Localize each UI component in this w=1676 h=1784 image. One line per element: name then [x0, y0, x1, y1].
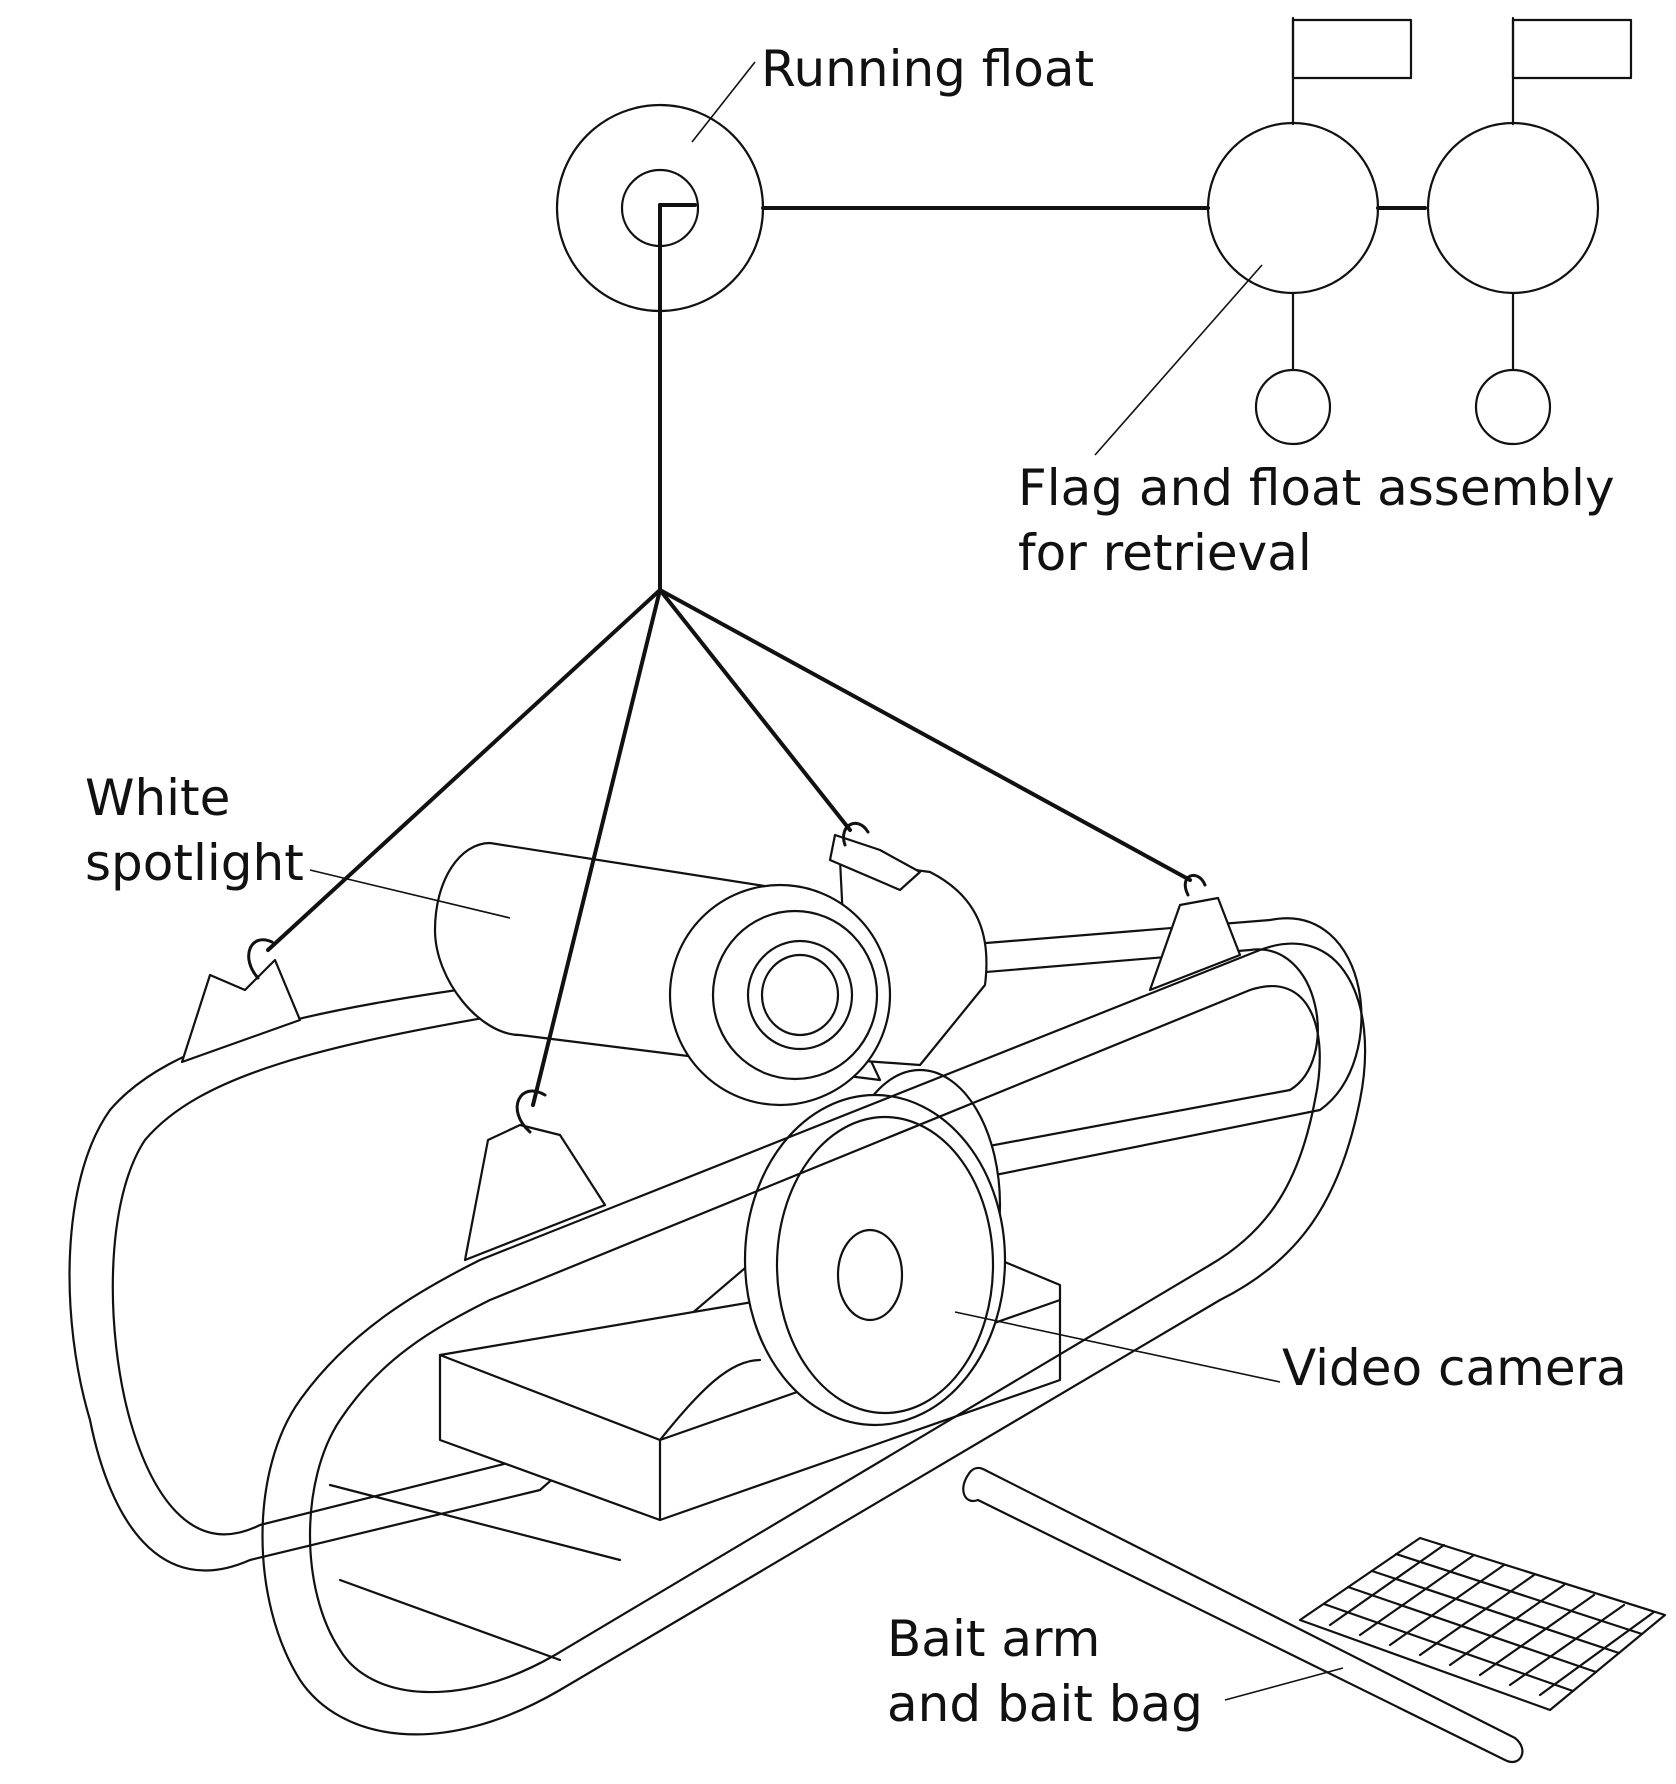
leader-bait [1224, 1667, 1344, 1701]
label-spotlight-line1: White [85, 769, 230, 827]
label-flag-float-line1: Flag and float assembly [1018, 459, 1615, 517]
rope-bridle [266, 203, 1192, 1107]
label-bait-line1: Bait arm [887, 1610, 1100, 1668]
leader-spotlight [309, 869, 511, 919]
white-spotlight [433, 821, 988, 1107]
label-bait-line2: and bait bag [887, 1675, 1203, 1733]
label-flag-float-line2: for retrieval [1018, 524, 1312, 582]
leader-running-float [691, 61, 756, 143]
video-camera [438, 1068, 1062, 1522]
bracket-rear-right [1148, 873, 1242, 992]
bait-arm [962, 1466, 1524, 1763]
leader-flag-float [1094, 264, 1263, 456]
frame-front-rail [261, 942, 1367, 1736]
label-video-camera: Video camera [1282, 1339, 1627, 1397]
flag-float-right [1426, 16, 1633, 446]
flag-float-left [1206, 16, 1413, 446]
bait-bag [1298, 1536, 1667, 1712]
label-running-float: Running float [761, 40, 1094, 98]
leader-video-camera [954, 1311, 1281, 1383]
bracket-rear-left [180, 938, 302, 1064]
label-spotlight-line2: spotlight [85, 834, 304, 892]
